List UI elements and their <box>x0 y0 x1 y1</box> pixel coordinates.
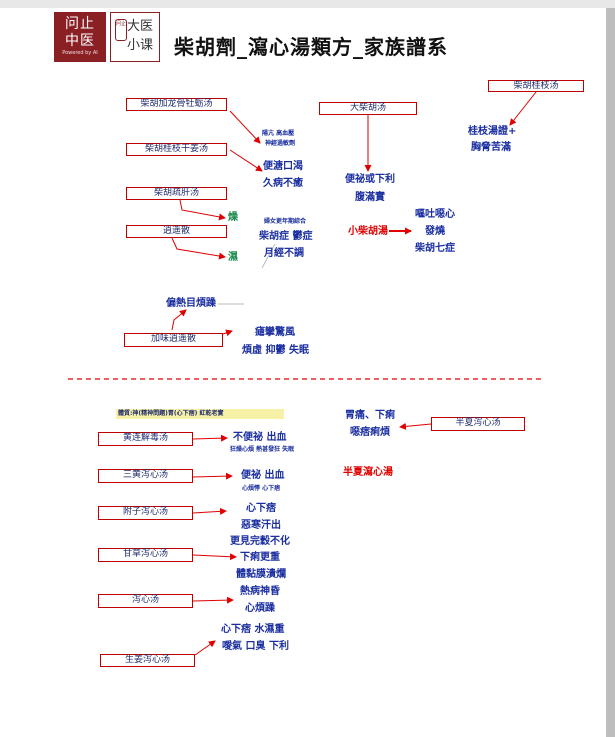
note-longgu-1: 陽亢 高血壓 <box>262 130 295 137</box>
box-xiaoyao: 逍遥散 <box>126 225 227 238</box>
note-zao: 燥 <box>228 212 238 223</box>
brand-logo-line1: 问止 <box>65 16 95 32</box>
note-guizhi-1: 桂枝湯證+ <box>468 126 517 137</box>
note-shi: 濕 <box>228 252 238 263</box>
arrow-ganjiang <box>229 149 263 172</box>
box-xiexin: 泻心汤 <box>98 594 193 608</box>
brand-logo-line2: 中医 <box>65 33 95 49</box>
note-gancao-3: 體黏膜潰爛 <box>236 569 286 580</box>
constitution-note: 體質:神(精神問題)胃(心下痞) 紅乾老實 <box>116 409 284 419</box>
box-chaihu-longgu: 柴胡加龙骨牡蛎汤 <box>126 98 227 111</box>
arrow-jiedu <box>192 434 228 442</box>
arrow-sanhuang <box>192 472 233 480</box>
note-shengjiang-1: 心下痞 水濕重 <box>221 624 285 635</box>
note-guizhi-2: 胸脅苦滿 <box>471 142 511 153</box>
note-xiao-3: 柴胡七症 <box>415 243 455 254</box>
arrow-jiawei <box>171 309 187 331</box>
note-gancao-2: 下痢更重 <box>240 552 280 563</box>
page-shadow-top <box>0 0 615 8</box>
note-shengjiang-2: 噯氣 口臭 下利 <box>222 641 289 652</box>
note-xiaoyao-2: 柴胡症 鬱症 <box>259 231 313 242</box>
note-xiao-2: 發燒 <box>425 226 445 237</box>
note-pianre: 偏熱目煩躁 <box>166 298 216 309</box>
note-sanhuang-1: 便祕 出血 <box>241 470 285 481</box>
arrow-fuzi <box>192 507 227 515</box>
note-ganjiang-2: 久病不癒 <box>263 178 303 189</box>
note-xiexin-2: 心煩躁 <box>245 603 275 614</box>
note-gancao-1: 更見完穀不化 <box>230 536 290 547</box>
box-huanglian-jiedu: 黄连解毒汤 <box>98 432 193 446</box>
arrow-xiaoyao <box>171 237 226 260</box>
note-xiaoyao-3: 月經不調 <box>264 248 304 259</box>
course-logo-seal: 问止 <box>115 19 127 41</box>
arrow-shengjiang <box>194 640 216 656</box>
course-logo: 问止 大医 小课 <box>110 12 160 62</box>
box-chaihu-guizhi: 柴胡桂枝汤 <box>488 80 584 92</box>
arrow-xiexin <box>192 596 234 604</box>
note-banxia-center: 半夏瀉心湯 <box>343 467 393 478</box>
box-gancao: 甘草泻心汤 <box>98 548 193 562</box>
box-chaihu-guizhi-ganjiang: 柴胡桂枝干姜汤 <box>126 143 227 156</box>
note-banxia-2: 噁痞痢煩 <box>350 427 390 438</box>
note-xiao-chaihu: 小柴胡湯 <box>348 226 388 237</box>
box-jiawei-xiaoyao: 加味逍遥散 <box>124 333 223 347</box>
note-banxia-1: 胃痛、下痢 <box>345 410 395 421</box>
grey-link-1 <box>261 243 276 269</box>
arrow-banxia <box>399 422 432 430</box>
box-da-chaihu: 大柴胡汤 <box>319 102 417 115</box>
box-banxia: 半夏泻心汤 <box>431 417 525 431</box>
arrow-longgu <box>229 110 261 144</box>
note-jiedu-2: 狂燥心煩 熱甚發狂 失眠 <box>230 446 295 453</box>
brand-tagline: Powered by AI <box>62 50 98 56</box>
note-dachaihu-1: 便祕或下利 <box>345 174 395 185</box>
arrow-gancao <box>192 553 237 561</box>
note-jiawei-2: 煩虛 抑鬱 失眠 <box>242 345 309 356</box>
note-xiao-1: 嘔吐噁心 <box>415 209 455 220</box>
box-fuzi: 附子泻心汤 <box>98 506 193 520</box>
box-chaihu-shugan: 柴胡疏肝汤 <box>126 187 227 200</box>
note-sanhuang-2: 心煩悸 心下痞 <box>242 485 281 492</box>
page-title: 柴胡劑_瀉心湯類方_家族譜系 <box>174 35 448 59</box>
note-longgu-2: 神經過敏劑 <box>265 140 296 147</box>
note-xiaoyao-1: 婦女更年期綜合 <box>264 218 307 225</box>
arrow-guizhi <box>509 91 537 126</box>
page-shadow-right <box>606 8 615 737</box>
brand-logo: 问止 中医 Powered by AI <box>54 12 106 62</box>
note-jiawei-1: 瘧攣驚風 <box>255 327 295 338</box>
note-ganjiang-1: 便溏口渴 <box>263 161 303 172</box>
box-sanhuang: 三黄泻心汤 <box>98 469 193 483</box>
box-shengjiang: 生姜泻心汤 <box>100 654 195 667</box>
note-jiedu-1: 不便祕 出血 <box>233 432 287 443</box>
course-logo-line1: 大医 <box>127 19 154 34</box>
course-logo-line2: 小课 <box>127 38 154 53</box>
note-dachaihu-2: 腹滿實 <box>355 192 385 203</box>
arrow-shugan <box>179 199 226 221</box>
note-xiexin-1: 熱病神昏 <box>240 586 280 597</box>
note-fuzi-1: 心下痞 <box>246 503 276 514</box>
note-fuzi-2: 惡寒汗出 <box>241 520 281 531</box>
